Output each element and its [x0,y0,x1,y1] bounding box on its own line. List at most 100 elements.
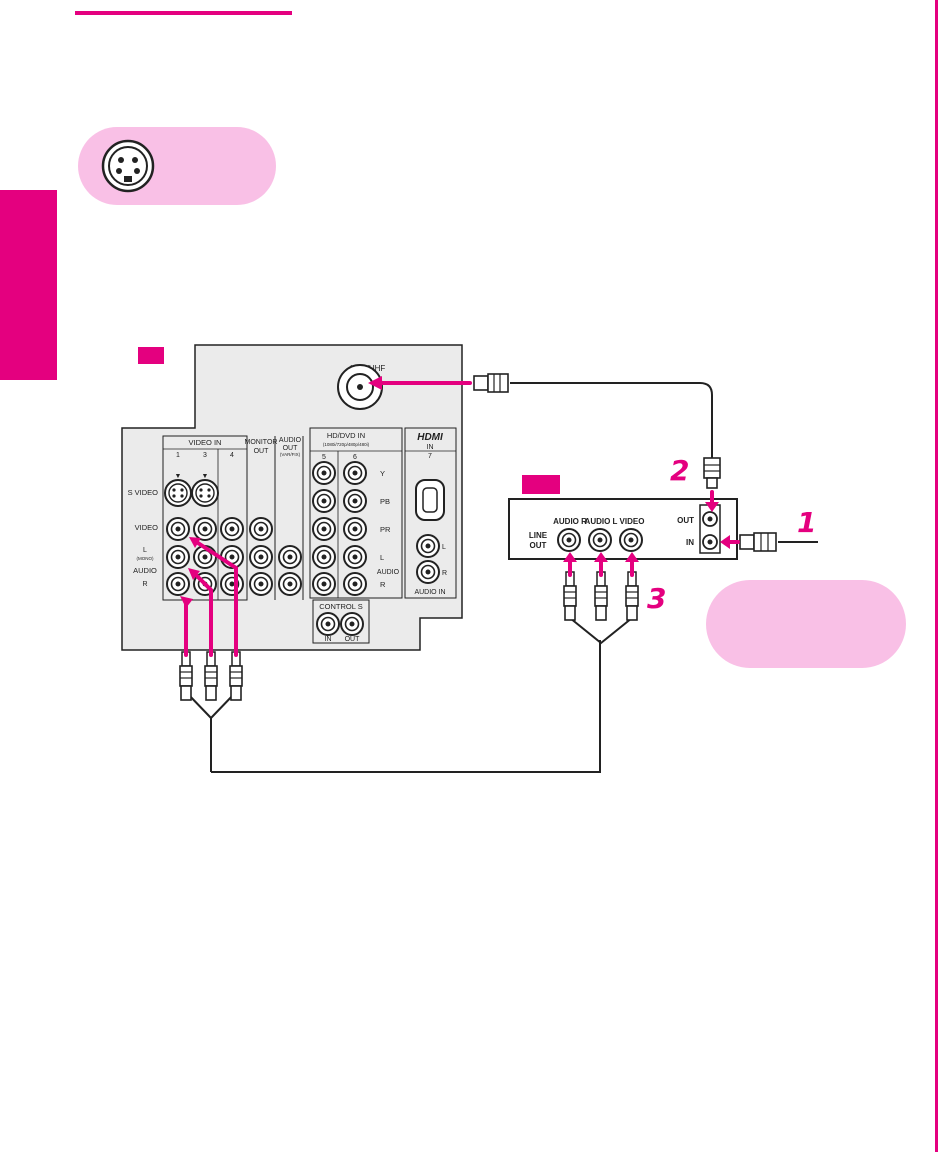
vcr-rear-panel: LINE OUT AUDIO R AUDIO L VIDEO OUT IN [508,475,738,560]
hdmi-audio-r-jack[interactable] [416,560,440,584]
hdmi-audio-r-label: R [442,570,447,577]
rf-connector-antenna [739,532,777,552]
line-out-label: LINE [529,531,548,540]
component-pb-jack-6[interactable] [343,489,367,513]
top-accent-rule [75,11,292,15]
vcr-video-label: VIDEO [620,517,645,526]
component-y-jack-6[interactable] [343,461,367,485]
audio-out-r-jack[interactable] [278,572,302,596]
step-1-number: 1 [797,506,816,539]
monitor-out-label-2: OUT [254,448,270,455]
audio-out-label-2: OUT [283,445,299,452]
s-video-jack-1[interactable] [164,479,192,507]
video-jack-4[interactable] [220,517,244,541]
hdmi-audio-l-label: L [442,544,446,551]
vcr-audio-r-label: AUDIO R [553,517,587,526]
audio-out-var-fix: (VAR/FIX) [280,452,301,457]
hd-dvd-col-6: 6 [353,454,357,461]
s-video-arrow-3: ▼ [202,473,209,480]
video-in-col-4: 4 [230,452,234,459]
tv-rca-plug-video [229,651,243,701]
video-row-label: VIDEO [135,523,159,532]
s-video-arrow-1: ▼ [175,473,182,480]
cables [185,382,818,773]
audio-out-l-jack[interactable] [278,545,302,569]
rf-connector-vcr-out [703,457,721,489]
hdmi-in-label: IN [427,444,434,451]
monitor-audio-l-jack[interactable] [249,545,273,569]
rf-cable-vcr-to-tv [510,382,713,460]
component-y-label: Y [380,469,385,478]
component-audio-l-jack-5[interactable] [312,545,336,569]
vcr-audio-l-label: AUDIO L [585,517,618,526]
connection-arrows [180,376,740,657]
vcr-rf-in-label: IN [686,538,694,547]
vcr-label-tag [522,475,560,494]
s-video-note-bubble [78,127,276,205]
hd-dvd-in-label: HD/DVD IN [327,431,365,440]
right-edge-rule [935,0,938,1152]
tv-rca-plug-audio-l [204,651,218,701]
s-video-connector-icon [101,139,155,193]
component-l-label: L [380,553,384,562]
component-y-jack-5[interactable] [312,461,336,485]
vcr-note-bubble [706,580,906,668]
monitor-audio-r-jack[interactable] [249,572,273,596]
component-pb-label: PB [380,497,390,506]
tv-label-tag [138,347,164,364]
av-cable [211,640,601,773]
monitor-video-jack[interactable] [249,517,273,541]
component-pr-jack-5[interactable] [312,517,336,541]
video-jack-1[interactable] [166,517,190,541]
hd-dvd-col-5: 5 [322,454,326,461]
component-audio-r-jack-5[interactable] [312,572,336,596]
component-audio-l-jack-6[interactable] [343,545,367,569]
vcr-rf-out-label: OUT [677,516,694,525]
component-pr-label: PR [380,525,391,534]
side-section-tab [0,190,57,380]
component-r-label: R [380,580,386,589]
control-s-label: CONTROL S [319,602,362,611]
vcr-rca-plug-audio-l [594,571,608,621]
audio-r-jack-1[interactable] [166,572,190,596]
arrow-vcr-rf-out [705,502,719,512]
hdmi-port[interactable] [415,479,445,521]
monitor-out-label: MONITOR [245,439,278,446]
vhf-uhf-jack[interactable] [337,364,383,410]
vcr-audio-l-jack[interactable] [588,528,612,552]
tv-rear-panel: VHF/UHF VIDEO IN 1 3 4 MONITOR OUT AUDIO… [121,344,463,651]
video-jack-3[interactable] [193,517,217,541]
hdmi-audio-l-jack[interactable] [416,534,440,558]
audio-row-label: AUDIO [133,566,157,575]
rf-connector-tv [473,373,509,393]
hdmi-port-number: 7 [428,453,432,460]
vcr-rca-plug-audio-r [563,571,577,621]
control-s-out-label: OUT [345,636,361,643]
s-video-jack-3[interactable] [191,479,219,507]
component-pb-jack-5[interactable] [312,489,336,513]
video-in-label: VIDEO IN [189,438,222,447]
vcr-rf-in-jack[interactable] [702,534,718,550]
r-row-label: R [142,581,147,588]
audio-r-jack-4[interactable] [220,572,244,596]
audio-l-jack-1[interactable] [166,545,190,569]
hdmi-audio-in-label: AUDIO IN [414,589,445,596]
audio-out-label: AUDIO [279,437,302,444]
mono-label: (MONO) [137,556,154,561]
component-audio-r-jack-6[interactable] [343,572,367,596]
vcr-video-jack[interactable] [619,528,643,552]
video-in-col-1: 1 [176,452,180,459]
vcr-rf-out-jack[interactable] [702,511,718,527]
line-out-label-2: OUT [530,541,547,550]
component-pr-jack-6[interactable] [343,517,367,541]
l-row-label: L [143,547,147,554]
control-s-out-jack[interactable] [340,612,364,636]
step-3-number: 3 [647,582,666,615]
vcr-audio-r-jack[interactable] [557,528,581,552]
step-2-number: 2 [670,454,689,487]
control-s-in-jack[interactable] [316,612,340,636]
vcr-rca-plug-video [625,571,639,621]
s-video-row-label: S VIDEO [128,488,159,497]
arrow-antenna-in [720,535,730,549]
